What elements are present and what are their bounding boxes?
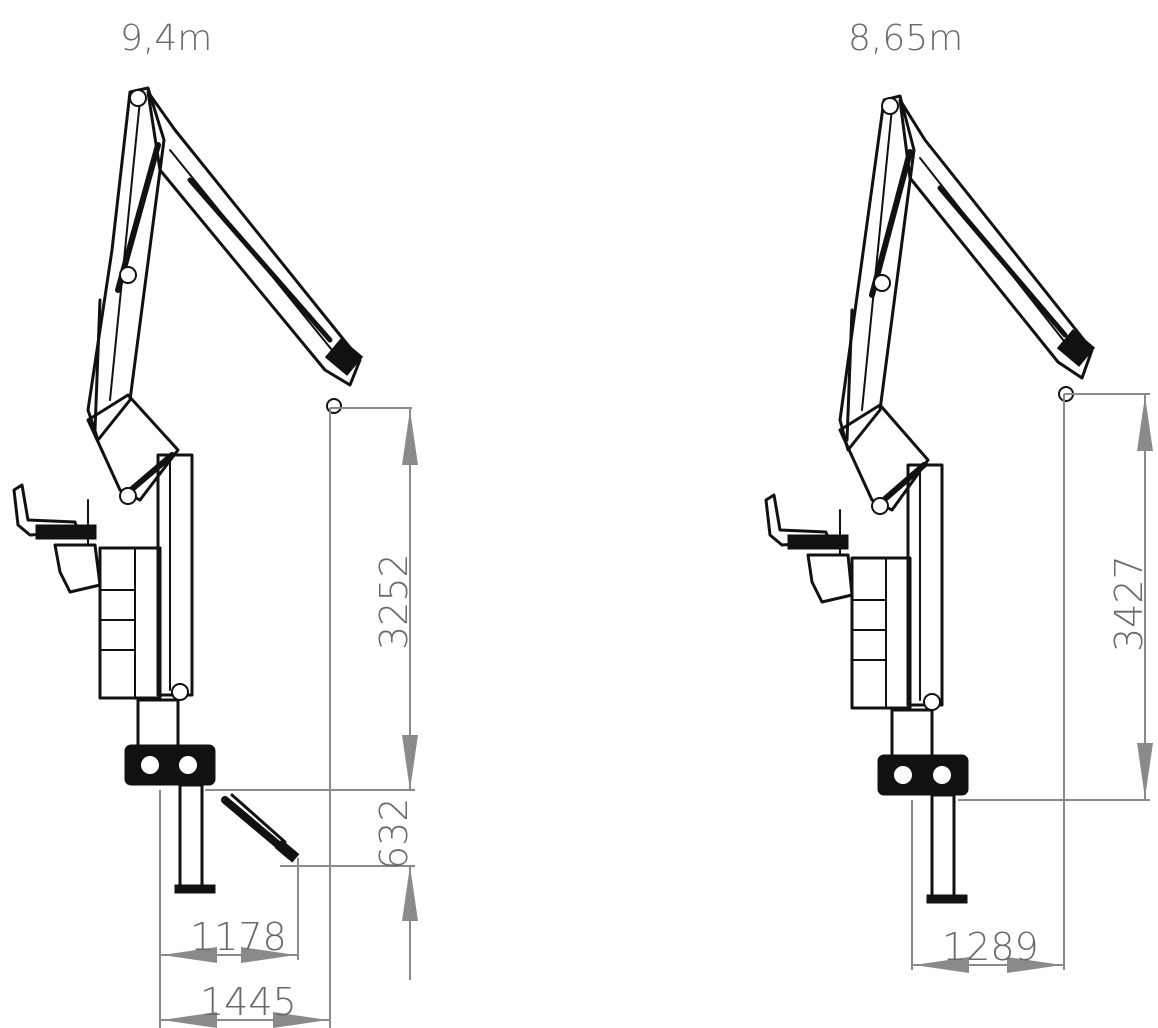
jib-arm-right [898, 98, 1094, 380]
jib-cylinder-right [937, 185, 1068, 338]
support-leg-left [178, 783, 204, 892]
support-leg-right [930, 793, 956, 902]
seat-base-left [35, 524, 97, 540]
arrow-right-1289 [1007, 957, 1062, 973]
arrow-left-1445 [162, 1012, 217, 1028]
dim-label-vertical-upper-left: 3252 [372, 553, 416, 650]
column-pivot-left [171, 683, 189, 701]
knuckle-left [86, 393, 180, 502]
arrow-down-3252-left [402, 735, 418, 790]
jib-head-right [1056, 329, 1096, 367]
arrow-up-632-left [402, 866, 418, 921]
dim-label-horizontal-outer-left: 1445 [200, 980, 297, 1024]
dim-label-horizontal-inner-left: 1178 [190, 915, 287, 959]
crane-left-drawing [12, 86, 364, 894]
main-boom-edge-left [93, 298, 102, 432]
leg-foot-left [174, 884, 216, 894]
main-boom-cylinder-left [115, 142, 161, 293]
platform-left [98, 546, 162, 700]
main-boom-cylinder-right [869, 149, 913, 298]
dim-label-vertical-lower-left: 632 [372, 797, 416, 870]
knuckle-pin-left [119, 487, 137, 505]
stabilizer-strut-highlight-left [230, 793, 287, 844]
platform-right [850, 556, 912, 710]
arrow-up-3252-left [402, 410, 418, 465]
base-frame-left [124, 744, 216, 786]
control-box-left [53, 543, 102, 594]
arrow-left-1289 [914, 957, 969, 973]
knuckle-pin-right [871, 497, 889, 515]
slewing-base-right [890, 708, 934, 762]
base-wheel-2-right [931, 764, 953, 786]
jib-arm-left [146, 90, 362, 387]
crane-left: 9,4m [12, 18, 418, 1028]
boom-pivot-left [129, 89, 147, 107]
arrow-right-1178 [241, 947, 296, 963]
reach-label-right: 8,65m [848, 18, 963, 59]
main-boom-inner-right [861, 107, 893, 411]
jib-head-left [324, 338, 364, 376]
dim-label-horizontal-inner-right: 1289 [942, 925, 1039, 969]
lift-cylinder-left [122, 452, 175, 498]
lift-cylinder-right [875, 462, 927, 508]
crane-right-drawing [764, 94, 1096, 904]
column-pivot-right [923, 693, 941, 711]
main-boom-inner-left [109, 99, 141, 401]
jib-cylinder-left [187, 177, 333, 343]
reach-label-left: 9,4m [120, 18, 212, 59]
stabilizer-strut-left [221, 796, 286, 852]
arrow-left-1178 [162, 947, 217, 963]
slewing-base-left [136, 698, 180, 752]
dimensions-left: 3252 632 1178 1445 [159, 407, 418, 1028]
boom-joint-left [119, 266, 137, 284]
base-frame-right [877, 754, 969, 796]
arrow-down-3427 [1137, 743, 1153, 798]
base-wheel-2-left [177, 754, 199, 776]
arrow-up-3427 [1137, 396, 1153, 451]
main-boom-edge-right [845, 308, 854, 442]
boom-pivot-right [881, 97, 899, 115]
base-wheel-1-left [139, 754, 161, 776]
dim-label-vertical-upper-right: 3427 [1107, 555, 1151, 652]
seat-base-right [787, 534, 849, 550]
boom-joint-right [873, 274, 891, 292]
column-left [156, 453, 194, 697]
leg-foot-right [926, 894, 968, 904]
knuckle-right [838, 403, 930, 512]
dimensions-right: 3427 1289 [911, 393, 1153, 973]
arrow-right-1445 [273, 1012, 328, 1028]
stabilizer-foot-left [274, 839, 300, 863]
control-box-right [806, 553, 854, 604]
crane-right: 8,65m [764, 18, 1153, 973]
column-right [906, 463, 944, 707]
base-wheel-1-right [892, 764, 914, 786]
